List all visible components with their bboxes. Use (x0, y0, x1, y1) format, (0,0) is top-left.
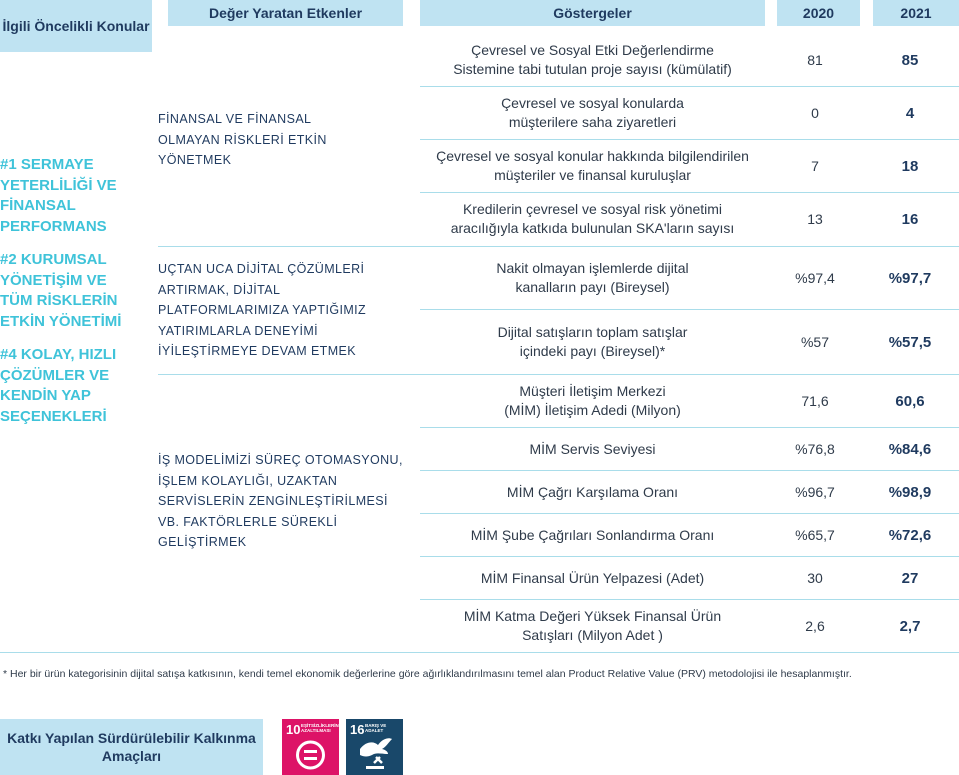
indicator-cell: MİM Şube Çağrıları Sonlandırma Oranı (470, 526, 715, 543)
sdg-goal-10: 10 EŞİTSİZLİKLERİN AZALTILMASI (282, 719, 339, 775)
table-row: Müşteri İletişim Merkezi (MİM) İletişim … (420, 375, 959, 427)
table-row: Dijital satışların toplam satışlar içind… (420, 310, 959, 374)
priority-topics: #1 SERMAYE YETERLİLİĞİ VE FİNANSAL PERFO… (0, 155, 152, 427)
sdg-caption: EŞİTSİZLİKLERİN AZALTILMASI (301, 723, 339, 733)
factor-item: FİNANSAL VE FİNANSAL OLMAYAN RİSKLERİ ET… (158, 112, 327, 167)
value-2020: 71,6 (801, 393, 829, 409)
table-row: Nakit olmayan işlemlerde dijital kanalla… (420, 247, 959, 309)
indicator-cell: Müşteri İletişim Merkezi (MİM) İletişim … (504, 383, 681, 418)
value-2021: 16 (901, 210, 919, 228)
value-2020: 0 (811, 105, 819, 121)
value-2021: %57,5 (888, 333, 932, 351)
value-2021: 18 (901, 157, 919, 175)
indicator-cell: Dijital satışların toplam satışlar içind… (497, 324, 688, 359)
row-divider (420, 192, 959, 193)
value-2021: 60,6 (895, 392, 925, 410)
value-2020: %76,8 (795, 441, 835, 457)
topic-item: #2 KURUMSAL YÖNETİŞİM VE TÜM RİSKLERİN E… (0, 251, 122, 330)
sdg-number: 16 (350, 722, 365, 737)
indicator-cell: Çevresel ve Sosyal Etki Değerlendirme Si… (453, 42, 732, 77)
row-divider (420, 599, 959, 600)
sdg-caption: BARIŞ VE ADALET (365, 723, 387, 733)
header-indicators: Göstergeler (420, 0, 765, 26)
value-2020: 7 (811, 158, 819, 174)
indicator-cell: MİM Katma Değeri Yüksek Finansal Ürün Sa… (463, 608, 722, 643)
table-bottom-divider (0, 652, 959, 653)
row-divider (420, 309, 959, 310)
table-row: MİM Çağrı Karşılama Oranı %96,7 %98,9 (420, 471, 959, 513)
value-2020: 30 (807, 570, 823, 586)
value-2020: %57 (800, 334, 830, 350)
group-divider (158, 246, 959, 247)
factor-item: İŞ MODELİMİZİ SÜREÇ OTOMASYONU, İŞLEM KO… (158, 453, 403, 549)
value-2021: %84,6 (888, 440, 932, 458)
table-row: Çevresel ve sosyal konularda müşterilere… (420, 87, 959, 139)
indicator-cell: MİM Finansal Ürün Yelpazesi (Adet) (480, 569, 705, 586)
header-2021: 2021 (873, 0, 959, 26)
value-2020: 81 (807, 52, 823, 68)
group-divider (158, 374, 959, 375)
table-row: MİM Finansal Ürün Yelpazesi (Adet) 30 27 (420, 557, 959, 599)
value-2021: 85 (901, 51, 919, 69)
row-divider (420, 427, 959, 428)
sdg-number: 10 (286, 722, 301, 737)
row-divider (420, 470, 959, 471)
row-divider (420, 513, 959, 514)
value-2021: %97,7 (888, 269, 932, 287)
value-2021: 4 (905, 104, 915, 122)
indicator-cell: MİM Çağrı Karşılama Oranı (506, 483, 679, 500)
value-2020: %96,7 (795, 484, 835, 500)
value-2020: %97,4 (795, 270, 835, 286)
value-2020: 13 (807, 211, 823, 227)
topic-item: #4 KOLAY, HIZLI ÇÖZÜMLER VE KENDİN YAP S… (0, 346, 117, 425)
value-2020: 2,6 (805, 618, 825, 634)
indicator-cell: Çevresel ve sosyal konular hakkında bilg… (436, 148, 749, 183)
table-row: Çevresel ve Sosyal Etki Değerlendirme Si… (420, 34, 959, 86)
value-2021: 2,7 (899, 617, 921, 635)
sdg-goal-16: 16 BARIŞ VE ADALET (346, 719, 403, 775)
sdg-label: Katkı Yapılan Sürdürülebilir Kalkınma Am… (0, 719, 263, 775)
footnote: * Her bir ürün kategorisinin dijital sat… (3, 668, 852, 680)
value-2021: %72,6 (888, 526, 932, 544)
table-row: MİM Şube Çağrıları Sonlandırma Oranı %65… (420, 514, 959, 556)
value-2021: %98,9 (888, 483, 932, 501)
row-divider (420, 139, 959, 140)
value-2020: %65,7 (795, 527, 835, 543)
indicator-cell: Kredilerin çevresel ve sosyal risk yönet… (450, 201, 735, 236)
indicator-cell: Nakit olmayan işlemlerde dijital kanalla… (496, 260, 689, 295)
factor-item: UÇTAN UCA DİJİTAL ÇÖZÜMLERİ ARTIRMAK, Dİ… (158, 262, 367, 358)
table-row: Kredilerin çevresel ve sosyal risk yönet… (420, 193, 959, 245)
dove-icon (360, 738, 392, 769)
value-2021: 27 (901, 569, 919, 587)
table-row: MİM Servis Seviyesi %76,8 %84,6 (420, 428, 959, 470)
indicator-cell: MİM Servis Seviyesi (529, 440, 656, 457)
table-row: Çevresel ve sosyal konular hakkında bilg… (420, 140, 959, 192)
topic-item: #1 SERMAYE YETERLİLİĞİ VE FİNANSAL PERFO… (0, 156, 117, 235)
header-topics: İlgili Öncelikli Konular (0, 0, 152, 52)
header-2020: 2020 (777, 0, 860, 26)
equality-icon (296, 740, 325, 770)
header-factors: Değer Yaratan Etkenler (168, 0, 403, 26)
row-divider (420, 556, 959, 557)
indicator-cell: Çevresel ve sosyal konularda müşterilere… (501, 95, 684, 130)
table-row: MİM Katma Değeri Yüksek Finansal Ürün Sa… (420, 600, 959, 652)
row-divider (420, 86, 959, 87)
